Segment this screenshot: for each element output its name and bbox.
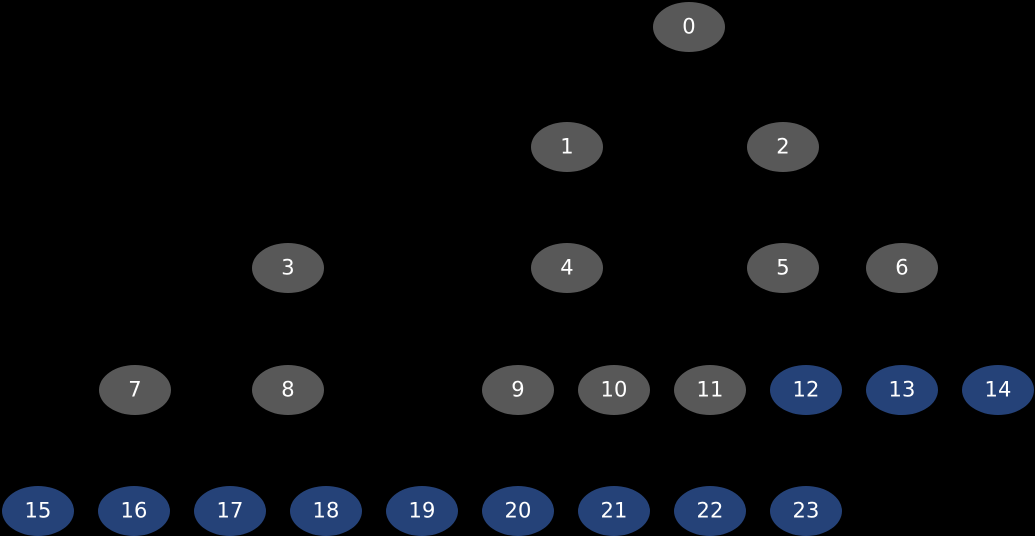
graph-node-3[interactable]: 3 — [252, 243, 324, 293]
graph-node-19[interactable]: 19 — [386, 486, 458, 536]
graph-node-12[interactable]: 12 — [770, 365, 842, 415]
graph-node-label: 21 — [600, 498, 628, 522]
graph-node-16[interactable]: 16 — [98, 486, 170, 536]
graph-node-label: 10 — [600, 377, 628, 401]
graph-node-label: 15 — [24, 498, 52, 522]
graph-node-label: 16 — [120, 498, 148, 522]
graph-node-label: 12 — [792, 377, 820, 401]
graph-node-17[interactable]: 17 — [194, 486, 266, 536]
graph-node-label: 1 — [560, 134, 574, 158]
graph-node-label: 18 — [312, 498, 340, 522]
graph-node-10[interactable]: 10 — [578, 365, 650, 415]
graph-node-label: 23 — [792, 498, 820, 522]
graph-node-22[interactable]: 22 — [674, 486, 746, 536]
graph-node-label: 4 — [560, 255, 574, 279]
graph-node-13[interactable]: 13 — [866, 365, 938, 415]
graph-node-label: 8 — [281, 377, 295, 401]
graph-node-label: 11 — [696, 377, 724, 401]
graph-node-label: 6 — [895, 255, 909, 279]
graph-node-label: 0 — [682, 14, 696, 38]
graph-node-6[interactable]: 6 — [866, 243, 938, 293]
graph-node-label: 19 — [408, 498, 436, 522]
graph-node-9[interactable]: 9 — [482, 365, 554, 415]
graph-node-label: 20 — [504, 498, 532, 522]
graph-node-11[interactable]: 11 — [674, 365, 746, 415]
graph-node-4[interactable]: 4 — [531, 243, 603, 293]
graph-node-label: 9 — [511, 377, 525, 401]
graph-node-label: 22 — [696, 498, 724, 522]
graph-node-label: 13 — [888, 377, 916, 401]
graph-node-14[interactable]: 14 — [962, 365, 1034, 415]
graph-node-20[interactable]: 20 — [482, 486, 554, 536]
graph-node-label: 5 — [776, 255, 790, 279]
graph-node-0[interactable]: 0 — [653, 2, 725, 52]
graph-node-21[interactable]: 21 — [578, 486, 650, 536]
graph-node-8[interactable]: 8 — [252, 365, 324, 415]
graph-node-5[interactable]: 5 — [747, 243, 819, 293]
graph-node-18[interactable]: 18 — [290, 486, 362, 536]
graph-node-7[interactable]: 7 — [99, 365, 171, 415]
graph-node-23[interactable]: 23 — [770, 486, 842, 536]
graph-node-label: 2 — [776, 134, 790, 158]
graph-node-label: 7 — [128, 377, 142, 401]
graph-node-label: 17 — [216, 498, 244, 522]
graph-node-label: 14 — [984, 377, 1012, 401]
graph-node-2[interactable]: 2 — [747, 122, 819, 172]
graph-node-1[interactable]: 1 — [531, 122, 603, 172]
graph-node-label: 3 — [281, 255, 295, 279]
graph-node-15[interactable]: 15 — [2, 486, 74, 536]
